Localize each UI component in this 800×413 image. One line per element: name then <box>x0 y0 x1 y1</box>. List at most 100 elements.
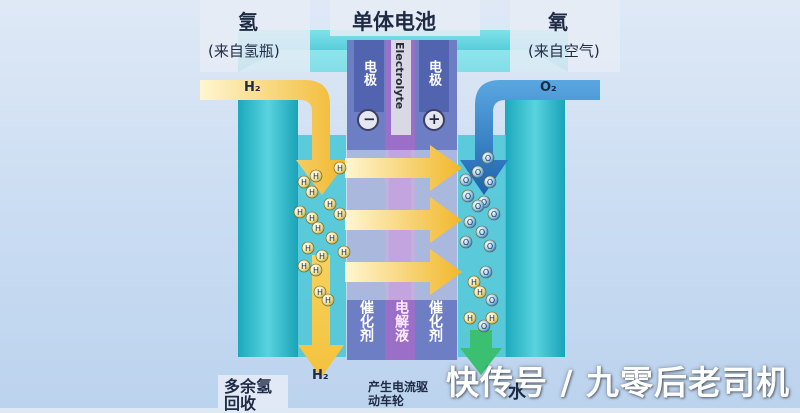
cathode-catalyst-label: 催化剂 <box>427 300 443 342</box>
hydrogen-recycle-note: 多余氢回收 <box>224 377 273 413</box>
cathode-electrode-label: 电极 <box>426 60 441 86</box>
hydrogen-bubble: H <box>309 263 323 277</box>
water-bubble: H <box>467 275 481 289</box>
svg-text:O: O <box>489 296 495 305</box>
water-bubble: H <box>485 311 499 325</box>
hydrogen-bubble: H <box>337 245 351 259</box>
svg-text:H: H <box>301 178 307 187</box>
svg-text:O: O <box>475 202 481 211</box>
hydrogen-bubble: H <box>333 161 347 175</box>
electrode-bar-left <box>354 40 384 112</box>
water-bubble: O <box>477 319 491 333</box>
electrolyte-label: Electrolyte <box>393 42 406 110</box>
svg-text:H: H <box>317 288 323 297</box>
svg-text:H: H <box>489 314 495 323</box>
svg-text:O: O <box>463 176 469 185</box>
svg-text:H: H <box>309 214 315 223</box>
anode-electrode-label: 电极 <box>361 60 376 86</box>
water-note: 水 <box>508 382 526 403</box>
water-bubble: H <box>463 311 477 325</box>
svg-text:H: H <box>325 296 331 305</box>
water-bubble: O <box>479 265 493 279</box>
svg-text:O: O <box>467 218 473 227</box>
hydrogen-subtitle: (来自氢瓶) <box>208 42 280 60</box>
anode-catalyst-label: 催化剂 <box>358 300 374 342</box>
oxygen-bubble: O <box>483 175 497 189</box>
hydrogen-bubble: H <box>323 197 337 211</box>
svg-text:O: O <box>491 210 497 219</box>
svg-text:H: H <box>341 248 347 257</box>
oxygen-inlet-arrow <box>460 80 600 195</box>
oxygen-bubble: O <box>483 239 497 253</box>
hydrogen-outlet-label: H₂ <box>312 368 329 383</box>
hydrogen-bubble: H <box>333 207 347 221</box>
hydrogen-bubble: H <box>297 259 311 273</box>
oxygen-bubble: O <box>459 235 473 249</box>
oxygen-subtitle: (来自空气) <box>528 42 600 60</box>
positive-terminal-icon <box>423 109 445 131</box>
oxygen-bubble: O <box>461 189 475 203</box>
water-bubble: H <box>473 285 487 299</box>
negative-terminal-icon <box>357 109 379 131</box>
hydrogen-outlet-arrow <box>298 255 344 378</box>
svg-text:H: H <box>477 288 483 297</box>
proton-arrow-2 <box>345 197 462 243</box>
hydrogen-bubble: H <box>297 175 311 189</box>
proton-arrow-1 <box>345 145 462 191</box>
oxygen-bubble: O <box>481 151 495 165</box>
water-outlet-arrow <box>460 330 502 375</box>
proton-arrow-3 <box>345 249 462 295</box>
hydrogen-title: 氢 <box>238 10 258 34</box>
svg-text:O: O <box>463 238 469 247</box>
svg-text:O: O <box>483 268 489 277</box>
hydrogen-bubble: H <box>305 211 319 225</box>
oxygen-label-panel <box>510 0 620 72</box>
svg-text:H: H <box>471 278 477 287</box>
svg-text:O: O <box>481 198 487 207</box>
hydrogen-bubble: H <box>305 185 319 199</box>
oxygen-bubble: O <box>471 199 485 213</box>
oxygen-title: 氧 <box>548 10 568 34</box>
plus-sign: + <box>428 110 441 128</box>
svg-text:H: H <box>329 234 335 243</box>
recycle-panel <box>218 375 288 408</box>
title-panel <box>330 0 480 36</box>
electrolyte-solution-label: 电解液 <box>393 300 409 342</box>
hydrogen-bubble: H <box>309 169 323 183</box>
svg-text:H: H <box>313 172 319 181</box>
hydrogen-inlet-label: H₂ <box>244 80 261 95</box>
svg-text:O: O <box>487 178 493 187</box>
watermark: 快传号 / 九零后老司机 <box>445 363 790 402</box>
svg-text:H: H <box>315 224 321 233</box>
svg-text:O: O <box>475 168 481 177</box>
electrode-bar-right <box>419 40 449 112</box>
hydrogen-bubble: H <box>321 293 335 307</box>
svg-text:H: H <box>305 244 311 253</box>
svg-text:H: H <box>467 314 473 323</box>
svg-text:O: O <box>487 242 493 251</box>
svg-text:O: O <box>465 192 471 201</box>
svg-text:O: O <box>479 228 485 237</box>
hydrogen-bubble: H <box>293 205 307 219</box>
svg-text:O: O <box>481 322 487 331</box>
oxygen-bubble: O <box>475 225 489 239</box>
oxygen-bubble: O <box>471 165 485 179</box>
hydrogen-bubble: H <box>315 249 329 263</box>
oxygen-bubble: O <box>463 215 477 229</box>
svg-text:H: H <box>313 266 319 275</box>
svg-text:H: H <box>337 210 343 219</box>
hydrogen-bubble: H <box>301 241 315 255</box>
svg-text:H: H <box>309 188 315 197</box>
cathode-housing <box>505 95 565 357</box>
hydrogen-bubble: H <box>311 221 325 235</box>
minus-sign: − <box>363 110 376 128</box>
svg-text:H: H <box>297 208 303 217</box>
cell-title: 单体电池 <box>352 10 436 34</box>
svg-text:H: H <box>301 262 307 271</box>
oxygen-inlet-label: O₂ <box>540 80 557 95</box>
svg-text:H: H <box>327 200 333 209</box>
